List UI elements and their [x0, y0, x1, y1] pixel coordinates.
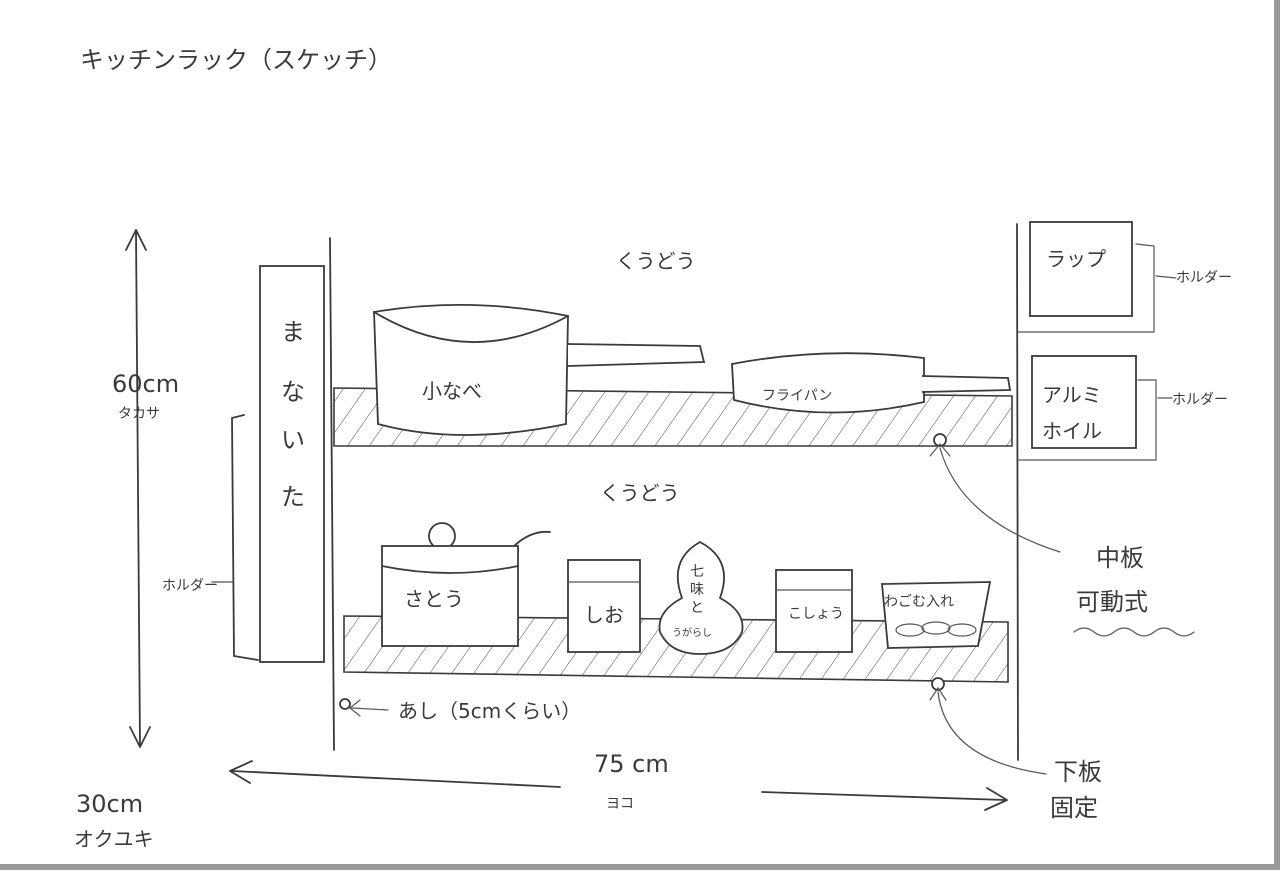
pot-label: 小なべ [422, 379, 482, 403]
wrap-box: ラップ ホルダー [1017, 221, 1232, 333]
cutting-board: ま な い た [259, 265, 325, 663]
shichimi-char-4: うがらし [672, 626, 712, 639]
wrap-holder-label: ホルダー [1176, 270, 1232, 286]
pan-label: フライパン [762, 388, 832, 404]
bottom-board-label: 下板 [1054, 758, 1102, 786]
bottom-peg-icon [931, 677, 945, 691]
leg-icon [339, 698, 351, 710]
salt-label: しお [584, 603, 624, 627]
cutting-board-char-2: な [281, 378, 305, 406]
shichimi-char-1: 七 [690, 564, 704, 580]
cutting-board-char-1: ま [281, 318, 305, 346]
rubber-band-box: わごむ入れ [881, 581, 992, 649]
foil-holder-label: ホルダー [1172, 392, 1228, 408]
width-label: ヨコ [606, 796, 634, 812]
title: キッチンラック（スケッチ） [80, 46, 392, 74]
depth-value: 30cm [76, 790, 143, 818]
small-pot: 小なべ [373, 304, 706, 436]
salt-jar: しお [567, 559, 641, 653]
foil-label-1: アルミ [1042, 383, 1102, 407]
left-holder-label: ホルダー [162, 578, 218, 594]
middle-cavity-label: くうどう [600, 481, 680, 505]
cutting-board-char-3: い [281, 426, 305, 454]
wavy-underline [1073, 627, 1195, 637]
rubber-band-label: わごむ入れ [884, 594, 954, 610]
top-cavity-label: くうどう [616, 249, 696, 273]
height-value: 60cm [112, 370, 179, 398]
height-arrow [125, 229, 151, 748]
legs-label: あし（5cmくらい） [398, 699, 581, 723]
left-post [329, 237, 335, 751]
cutting-board-char-4: た [281, 483, 305, 511]
width-value: 75 cm [594, 750, 669, 778]
left-holder-bracket [231, 414, 259, 661]
shichimi-char-3: と [690, 600, 704, 616]
depth-label: オクユキ [74, 827, 154, 851]
foil-box: アルミ ホイル ホルダー [1017, 355, 1228, 461]
shichimi-gourd: 七 味 と うがらし [658, 540, 744, 655]
right-post [1016, 223, 1019, 761]
foil-label-2: ホイル [1042, 419, 1102, 443]
bottom-board-sub: 固定 [1050, 794, 1098, 822]
frying-pan: フライパン [731, 352, 1012, 414]
width-arrow [229, 760, 1008, 811]
middle-peg-icon [933, 433, 947, 447]
sugar-label: さとう [404, 587, 464, 611]
height-label: タカサ [118, 406, 160, 422]
middle-board-sub: 可動式 [1076, 588, 1148, 616]
middle-board-label: 中板 [1096, 544, 1144, 572]
sugar-container: さとう [381, 522, 551, 647]
pepper-label: こしょう [788, 606, 844, 622]
wrap-label: ラップ [1046, 247, 1106, 271]
pepper-jar: こしょう [775, 569, 853, 653]
shichimi-char-2: 味 [690, 582, 704, 598]
